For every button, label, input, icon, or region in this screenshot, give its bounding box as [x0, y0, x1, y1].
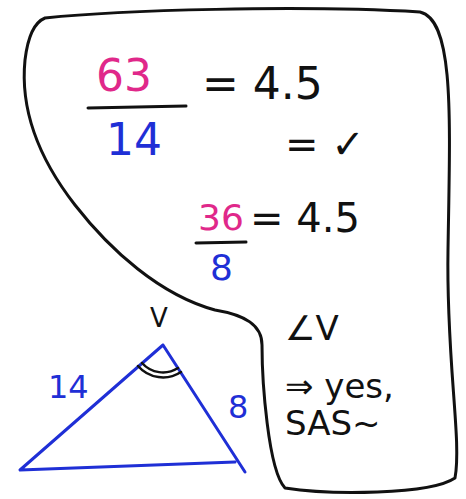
conclusion: ⇒ yes, SAS~ [285, 368, 425, 443]
check-note: = ✓ [285, 122, 365, 166]
denominator: 14 [106, 116, 162, 164]
numerator: 36 [198, 198, 244, 238]
denominator: 8 [210, 248, 233, 288]
fraction-bar [196, 242, 246, 243]
fraction-bar [88, 106, 186, 108]
angle-note: ∠V [285, 310, 339, 347]
ratio-result: = 4.5 [202, 60, 323, 108]
blob-outline-path [24, 9, 457, 493]
angle-arc [142, 363, 178, 372]
vertex-label: V [150, 304, 168, 333]
numerator: 63 [96, 52, 152, 100]
angle-arc [138, 366, 181, 377]
side-length: 14 [48, 370, 89, 405]
triangle [20, 345, 245, 472]
side-length: 8 [228, 390, 248, 425]
ratio-result: = 4.5 [250, 196, 360, 240]
